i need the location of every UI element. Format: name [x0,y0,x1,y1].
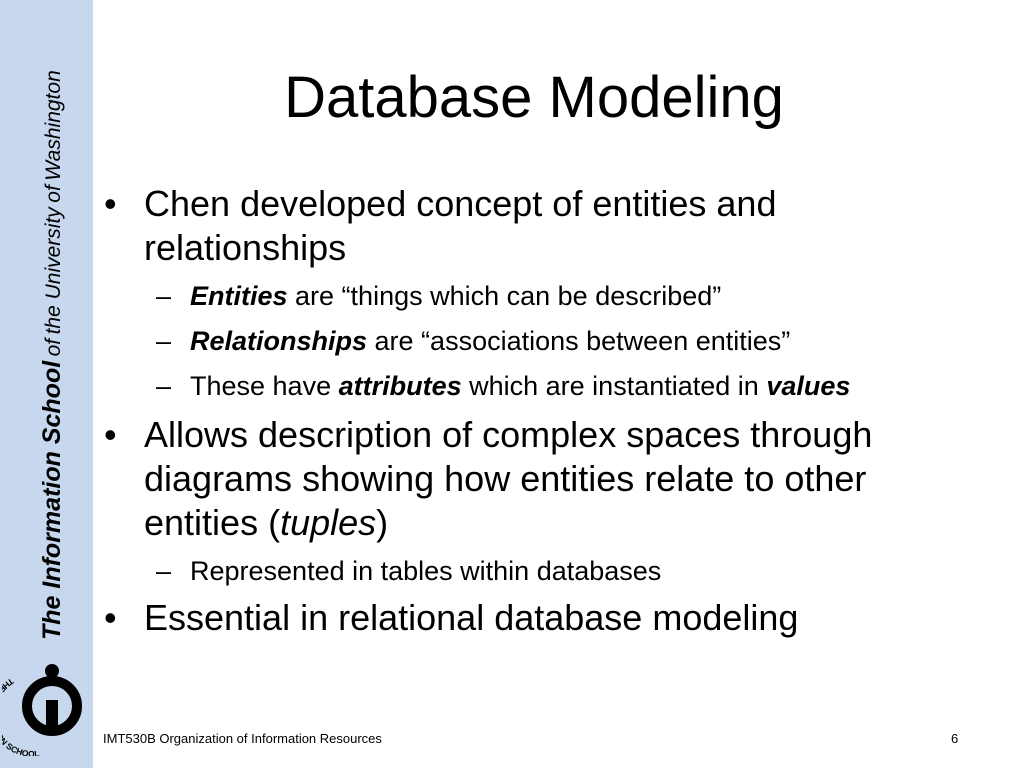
bullet-2-text: Allows description of complex spaces thr… [144,414,873,543]
brand-washington: Washington [42,70,65,181]
footer-page-number: 6 [951,731,959,746]
sub-bullet-attributes-mid: which are instantiated in [461,371,767,401]
slide-content: • Chen developed concept of entities and… [104,182,984,640]
sub-bullet-entities-text: are “things which can be described” [287,281,722,311]
bullet-marker: • [104,414,117,455]
dash-marker: – [156,556,172,586]
sub-bullet-relationships: – Relationships are “associations betwee… [156,323,984,360]
brand-vertical-text: The Information School of the University… [34,28,70,640]
bullet-marker: • [104,597,117,638]
bullet-1-text: Chen developed concept of entities and r… [144,183,777,268]
bullet-marker: • [104,183,117,224]
sub-bullet-attributes-pre: These have [190,371,339,401]
dash-marker: – [156,326,172,356]
dash-marker: – [156,281,172,311]
term-tuples: tuples [280,502,377,543]
slide-title: Database Modeling [284,65,784,130]
term-values: values [766,371,851,401]
dash-marker: – [156,371,172,401]
term-entities: Entities [190,281,288,311]
footer-course: IMT530B Organization of Information Reso… [103,731,382,746]
sub-bullet-attributes: – These have attributes which are instan… [156,368,984,405]
sub-bullet-tables: – Represented in tables within databases [156,553,984,590]
bullet-2: • Allows description of complex spaces t… [104,413,984,545]
information-school-logo-icon: THE INFORMATION SCHOOL [2,664,82,756]
brand-university: the University [42,207,65,335]
brand-of: of [42,338,65,357]
sub-bullet-tables-text: Represented in tables within databases [190,556,662,586]
bullet-1: • Chen developed concept of entities and… [104,182,984,270]
brand-of-2: of [42,185,65,203]
bullet-2-close: ) [376,502,389,543]
term-relationships: Relationships [190,326,368,356]
bullet-3: • Essential in relational database model… [104,596,984,640]
sub-bullet-relationships-text: are “associations between entities” [367,326,791,356]
sub-bullet-entities: – Entities are “things which can be desc… [156,278,984,315]
sidebar: The Information School of the University… [0,0,93,768]
brand-school-name: The Information School [38,360,66,640]
term-attributes: attributes [338,371,462,401]
bullet-3-text: Essential in relational database modelin… [144,597,799,638]
